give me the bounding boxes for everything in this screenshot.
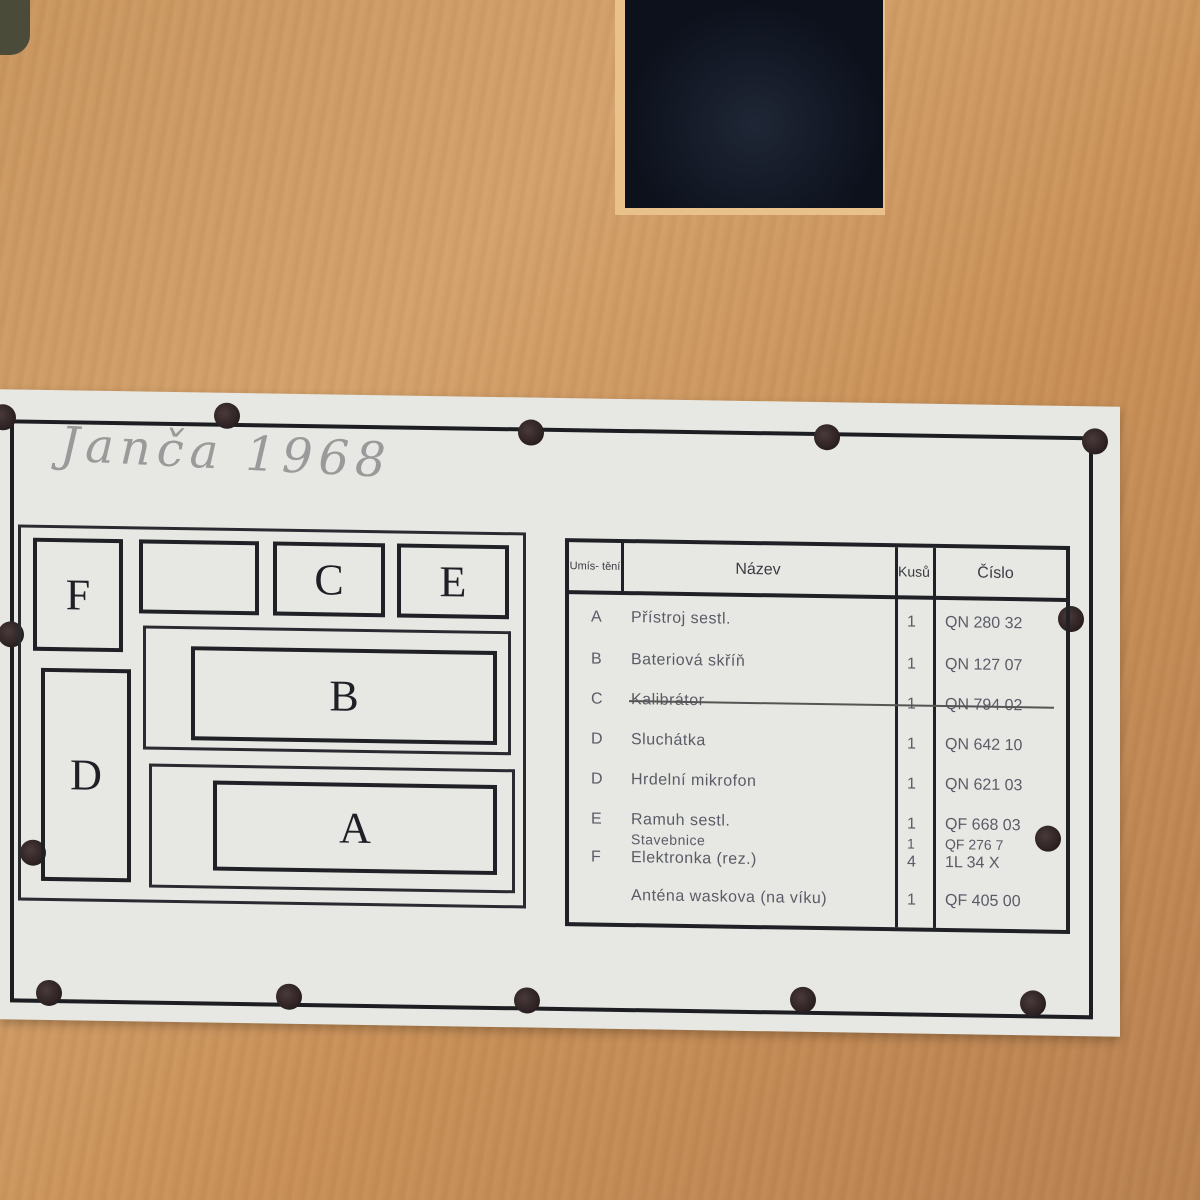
row-name: Sluchátka [631, 731, 706, 750]
row-quantity: 1 [907, 613, 916, 631]
row-number: QN 621 03 [945, 776, 1023, 795]
corner-object [0, 0, 30, 55]
row-quantity: 1 [907, 735, 916, 753]
parts-table: Umís- tění Název Kusů Číslo A Přístroj s… [565, 538, 1070, 935]
equipment-label-plate: Janča 1968 F C E B D A Umís- tění Název … [0, 389, 1120, 1037]
row-number: QN 127 07 [945, 656, 1023, 675]
header-quantity: Kusů [898, 562, 930, 580]
rivet [1020, 990, 1046, 1017]
rivet [276, 983, 302, 1010]
rivet [518, 419, 544, 446]
row-number: QF 405 00 [945, 892, 1021, 911]
rivet [814, 423, 840, 451]
row-position: D [591, 730, 603, 748]
velvet-pad [625, 0, 883, 208]
row-quantity: 1 [907, 655, 916, 673]
row-position: F [591, 848, 601, 866]
rivet [790, 986, 816, 1014]
row-quantity: 1 [907, 775, 916, 793]
table-row: Anténa waskova (na víku) 1 QF 405 00 [569, 876, 1066, 924]
row-number: 1L 34 X [945, 854, 1000, 872]
rivet [1082, 428, 1108, 455]
row-name: Přístroj sestl. [631, 609, 731, 628]
rivet [36, 979, 62, 1007]
header-number: Číslo [977, 564, 1014, 582]
slot-d: D [41, 667, 131, 883]
rivet [514, 987, 540, 1014]
row-name: Hrdelní mikrofon [631, 771, 757, 791]
header-name: Název [735, 560, 781, 578]
table-row: A Přístroj sestl. 1 QN 280 32 [569, 598, 1066, 646]
row-position: A [591, 608, 602, 626]
row-number: QN 280 32 [945, 614, 1023, 633]
slot-empty [139, 539, 259, 616]
slot-e: E [397, 543, 509, 620]
header-position: Umís- tění [569, 559, 621, 573]
slot-b: B [191, 646, 497, 746]
row-number: QN 642 10 [945, 736, 1023, 755]
row-name: Elektronka (rez.) [631, 849, 757, 869]
row-position: B [591, 650, 602, 668]
row-position: C [591, 690, 603, 708]
row-quantity: 4 [907, 853, 916, 871]
row-name: Bateriová skříň [631, 651, 746, 670]
slot-a: A [213, 780, 497, 876]
compartment-layout-diagram: F C E B D A [18, 524, 526, 909]
slot-c: C [273, 541, 385, 618]
slot-f: F [33, 537, 123, 653]
row-quantity: 1 [907, 891, 916, 909]
row-position: D [591, 770, 603, 788]
row-name: Anténa waskova (na víku) [631, 887, 828, 908]
